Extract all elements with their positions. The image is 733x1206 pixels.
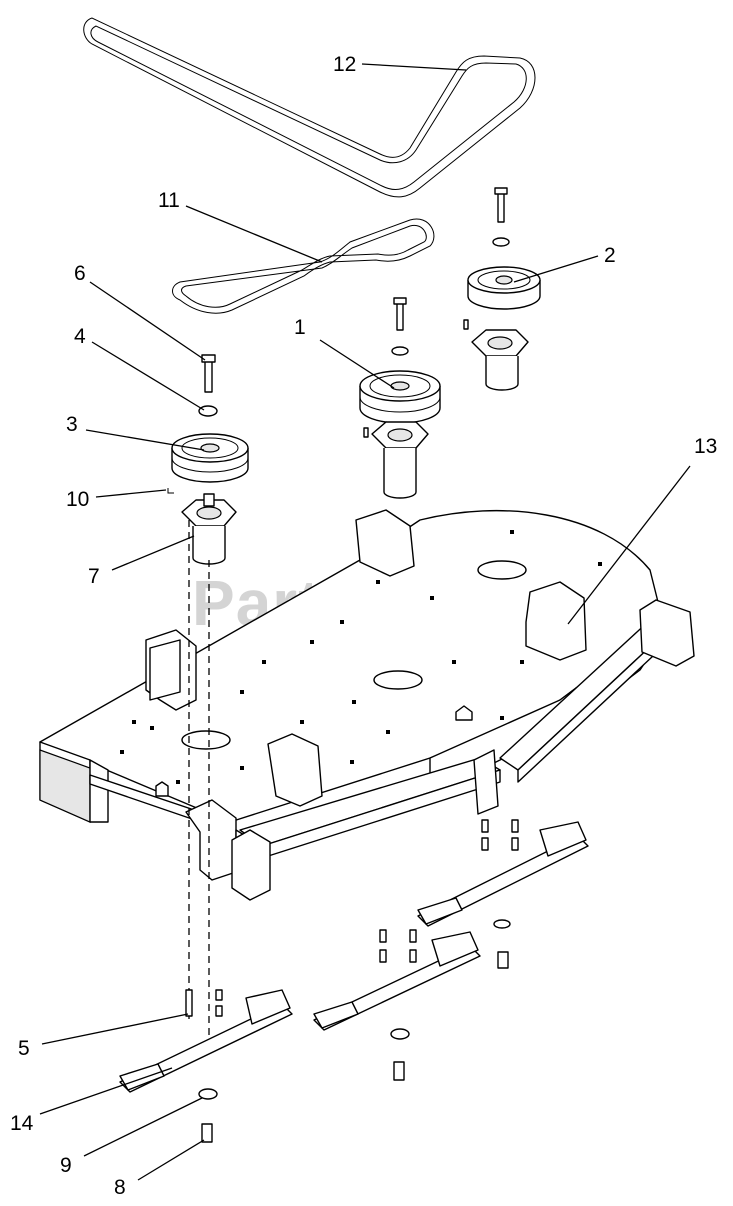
callout-8: 8 — [114, 1176, 126, 1199]
deck-bracket-rear-center — [355, 509, 415, 577]
deck-bracket-front-left — [185, 799, 271, 901]
deck-bracket-right — [525, 581, 587, 661]
callout-6: 6 — [74, 262, 86, 285]
callout-5: 5 — [18, 1037, 30, 1060]
washer-lower-right — [493, 919, 511, 929]
deck-tab — [155, 781, 169, 797]
washer-center — [391, 346, 409, 356]
alignment-line — [188, 520, 210, 1040]
callout-3: 3 — [66, 413, 78, 436]
washer-lower-center — [390, 1028, 410, 1040]
deck-bracket-rear-left — [145, 629, 197, 711]
callout-1: 1 — [294, 316, 306, 339]
deck-holes — [120, 530, 602, 784]
callout-9: 9 — [60, 1154, 72, 1177]
washer-9 — [198, 1088, 218, 1100]
spindle-center — [371, 421, 429, 499]
blade-right-top — [417, 821, 589, 927]
key-10 — [167, 488, 174, 494]
callout-2: 2 — [604, 244, 616, 267]
lower-bolts — [185, 819, 519, 1143]
callout-12: 12 — [333, 53, 356, 76]
spindle-right — [471, 329, 529, 391]
blade-14 — [119, 989, 293, 1093]
key-center — [363, 427, 369, 438]
deck-slot — [455, 705, 473, 721]
pulley-2 — [467, 266, 541, 310]
mower-deck — [39, 509, 669, 859]
belt-large — [83, 17, 536, 198]
callout-13: 13 — [694, 435, 717, 458]
key-right — [463, 319, 469, 330]
deck-opening-left — [181, 730, 231, 750]
callout-labels: 12 11 2 6 1 4 3 13 10 7 5 14 9 8 — [10, 53, 717, 1199]
bolt-6 — [201, 354, 216, 393]
deck-bracket-far-right — [639, 599, 695, 667]
deck-bracket-center — [267, 733, 323, 807]
deck-bracket-mid-right — [473, 749, 499, 815]
bolt-center — [393, 297, 407, 331]
spindle-7 — [181, 493, 237, 565]
washer-4 — [198, 405, 218, 417]
washer-right — [492, 237, 510, 247]
leader-lines — [39, 63, 691, 1181]
deck-opening-right — [477, 560, 527, 580]
callout-14: 14 — [10, 1112, 34, 1135]
bolt-right — [494, 187, 508, 223]
callout-11: 11 — [158, 189, 180, 212]
pulley-1 — [359, 370, 441, 424]
callout-10: 10 — [66, 488, 89, 511]
blade-center — [313, 931, 481, 1031]
callout-7: 7 — [88, 565, 100, 588]
belt-small — [172, 218, 435, 314]
deck-opening-center — [373, 670, 423, 690]
callout-4: 4 — [74, 325, 86, 348]
pulley-3 — [171, 433, 249, 483]
